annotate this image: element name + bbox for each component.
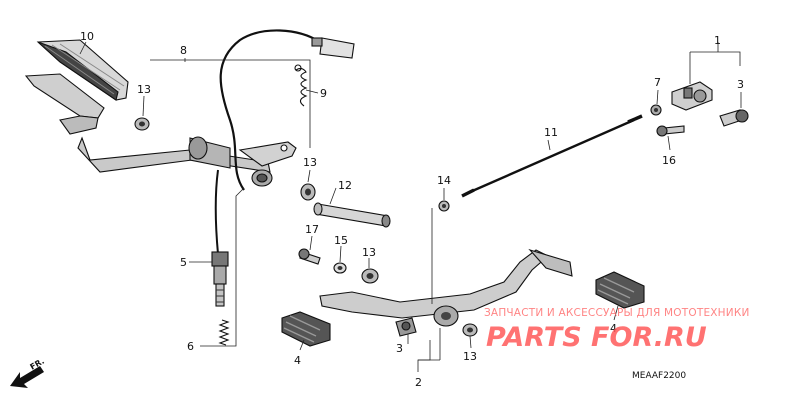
part-bolt-joint xyxy=(719,109,749,127)
part-return-spring xyxy=(294,64,308,107)
callout-1: 1 xyxy=(714,34,721,47)
part-shift-rod xyxy=(461,114,643,198)
callout-17: 17 xyxy=(305,223,319,236)
callout-15: 15 xyxy=(334,234,348,247)
callout-13-middle: 13 xyxy=(362,246,376,259)
watermark-tagline: ЗАПЧАСТИ И АКСЕССУАРЫ ДЛЯ МОТОТЕХНИКИ xyxy=(484,307,750,319)
part-bolt-17 xyxy=(298,248,321,265)
callout-labels: 1 2 3 3 4 4 5 6 7 8 9 10 11 12 13 13 13 … xyxy=(80,30,744,389)
callout-4-left: 4 xyxy=(294,354,301,367)
part-peg-rubber-left xyxy=(281,311,331,347)
part-switch-spring xyxy=(218,319,230,346)
part-peg-rubber-right xyxy=(595,271,645,309)
part-bolt-pedal xyxy=(395,317,417,337)
part-brake-pedal-arm xyxy=(77,136,297,173)
callout-3-joint: 3 xyxy=(737,78,744,91)
part-pivot-collar xyxy=(251,169,273,187)
watermark-logo: PARTS FOR.RU xyxy=(486,322,707,353)
front-direction-indicator: FR. xyxy=(10,357,46,388)
leader-lines xyxy=(79,41,742,372)
part-nut-rod xyxy=(438,200,450,212)
callout-13-bottom: 13 xyxy=(463,350,477,363)
callout-5: 5 xyxy=(180,256,187,269)
callout-13-top-left: 13 xyxy=(137,83,151,96)
part-gearshift-pedal xyxy=(319,248,573,327)
callout-2: 2 xyxy=(415,376,422,389)
callout-8: 8 xyxy=(180,44,187,57)
part-joint-assembly xyxy=(671,81,713,111)
callout-6: 6 xyxy=(187,340,194,353)
part-floorboard-pad-top xyxy=(36,39,129,101)
part-brake-light-switch xyxy=(211,251,229,307)
callout-3-pedal: 3 xyxy=(396,342,403,355)
part-brake-switch-wire xyxy=(214,29,355,255)
part-washer-pedal xyxy=(462,323,478,337)
part-collar-shaft xyxy=(300,183,316,201)
callout-16: 16 xyxy=(662,154,676,167)
diagram-code: MEAAF2200 xyxy=(632,371,686,381)
callout-10: 10 xyxy=(80,30,94,43)
part-washer-13-mid xyxy=(361,268,379,284)
callout-14: 14 xyxy=(437,174,451,187)
front-arrow-icon xyxy=(10,366,44,388)
part-bolt-16 xyxy=(656,125,685,137)
part-floorboard-frame xyxy=(24,73,105,135)
callout-11: 11 xyxy=(544,126,558,139)
callout-7: 7 xyxy=(654,76,661,89)
callout-9: 9 xyxy=(320,87,327,100)
part-pivot-shaft xyxy=(313,202,391,228)
callout-4-right: 4 xyxy=(610,322,617,335)
part-washer-15 xyxy=(333,262,347,274)
callout-13-collar: 13 xyxy=(303,156,317,169)
callout-12: 12 xyxy=(338,179,352,192)
watermark: ЗАПЧАСТИ И АКСЕССУАРЫ ДЛЯ МОТОТЕХНИКИ PA… xyxy=(484,307,750,353)
part-washer-upper xyxy=(134,117,150,131)
part-nut-joint xyxy=(650,104,662,116)
